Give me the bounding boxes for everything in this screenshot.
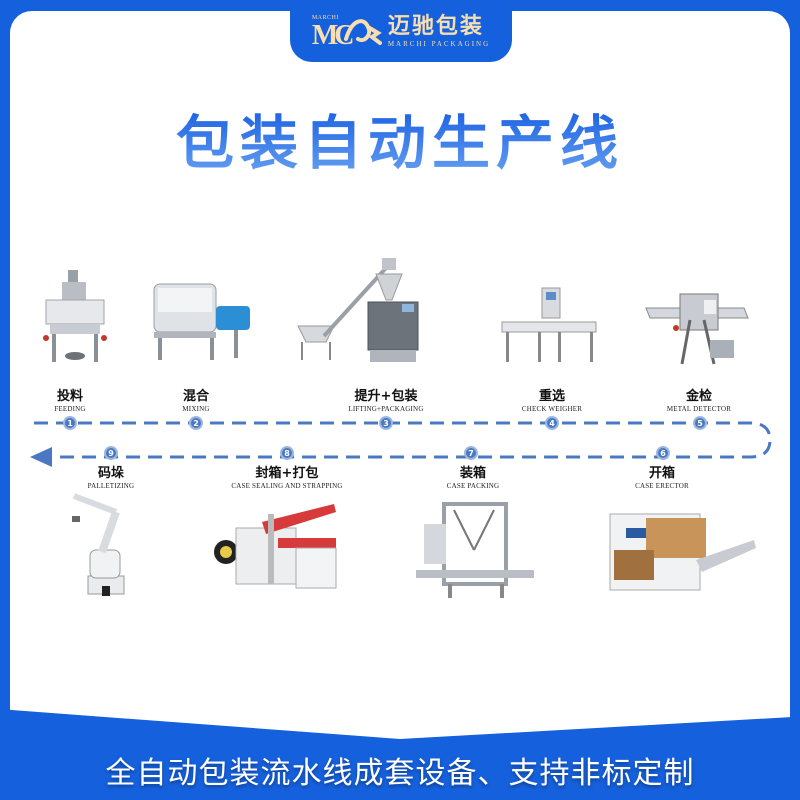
screw-conveyor-vffs-image <box>297 258 419 362</box>
step-name-en: MIXING <box>182 405 210 413</box>
feeding-machine-image <box>43 270 107 362</box>
step-label-feeding: 投料 FEEDING <box>0 389 160 414</box>
step-name-en: METAL DETECTOR <box>666 405 732 413</box>
ribbon-mixer-image <box>153 283 250 360</box>
step-name-cn: 金检 <box>685 389 712 404</box>
step-name-cn: 开箱 <box>648 466 675 481</box>
palletizing-robot-image <box>72 493 125 596</box>
step-badge-4: 4 <box>545 416 559 430</box>
step-badge-5: 5 <box>693 416 707 430</box>
page-title: 包装自动生产线 <box>0 96 800 180</box>
step-label-metal-detector: 金检 METAL DETECTOR <box>609 389 789 414</box>
brand-name-cn: 迈驰包装 <box>387 14 484 39</box>
step-badge-7: 7 <box>464 446 478 460</box>
step-badge-1: 1 <box>63 416 77 430</box>
footer-slogan: 全自动包装流水线成套设备、支持非标定制 <box>105 756 695 791</box>
step-name-cn: 投料 <box>56 389 83 404</box>
step-name-cn: 重选 <box>538 389 565 404</box>
brand-logo: MARCHI MC 迈驰包装 MARCHI PACKAGING <box>290 0 512 62</box>
case-erector-image <box>609 513 756 591</box>
case-sealer-strapper-image <box>214 504 337 589</box>
content-card <box>10 11 790 739</box>
step-name-en: PALLETIZING <box>87 482 135 490</box>
step-name-cn: 装箱 <box>459 466 486 481</box>
step-name-cn: 提升+包装 <box>354 389 418 404</box>
step-name-cn: 封箱+打包 <box>255 466 319 481</box>
step-name-en: CASE PACKING <box>446 482 500 490</box>
step-badge-9: 9 <box>104 446 118 460</box>
step-label-palletizing: 码垛 PALLETIZING <box>21 466 201 491</box>
logo-mark-icon: MARCHI MC <box>312 9 382 53</box>
step-name-en: CASE ERECTOR <box>635 482 689 490</box>
step-label-case-sealing-strapping: 封箱+打包 CASE SEALING AND STRAPPING <box>197 466 377 491</box>
flow-arrow-icon <box>30 447 52 467</box>
step-label-mixing: 混合 MIXING <box>106 389 286 414</box>
process-flow-line <box>30 421 772 467</box>
logo-small-text: MARCHI <box>311 15 339 21</box>
step-label-case-packing: 装箱 CASE PACKING <box>383 466 563 491</box>
step-name-en: CHECK WEIGHER <box>521 405 583 413</box>
step-label-lifting-packaging: 提升+包装 LIFTING+PACKAGING <box>296 389 476 414</box>
brand-name-en: MARCHI PACKAGING <box>387 40 491 48</box>
case-packer-image <box>416 502 534 598</box>
step-label-check-weigher: 重选 CHECK WEIGHER <box>462 389 642 414</box>
step-label-case-erector: 开箱 CASE ERECTOR <box>572 466 752 491</box>
step-name-en: CASE SEALING AND STRAPPING <box>231 482 343 490</box>
step-name-cn: 混合 <box>182 389 209 404</box>
dragon-icon <box>343 19 382 45</box>
step-badge-8: 8 <box>280 446 294 460</box>
step-badge-3: 3 <box>379 416 393 430</box>
step-name-en: FEEDING <box>54 405 86 413</box>
metal-detector-image <box>645 293 749 365</box>
step-name-en: LIFTING+PACKAGING <box>348 405 424 413</box>
check-weigher-image <box>501 287 597 362</box>
step-name-cn: 码垛 <box>97 466 124 481</box>
step-badge-2: 2 <box>189 416 203 430</box>
step-badge-6: 6 <box>656 446 670 460</box>
